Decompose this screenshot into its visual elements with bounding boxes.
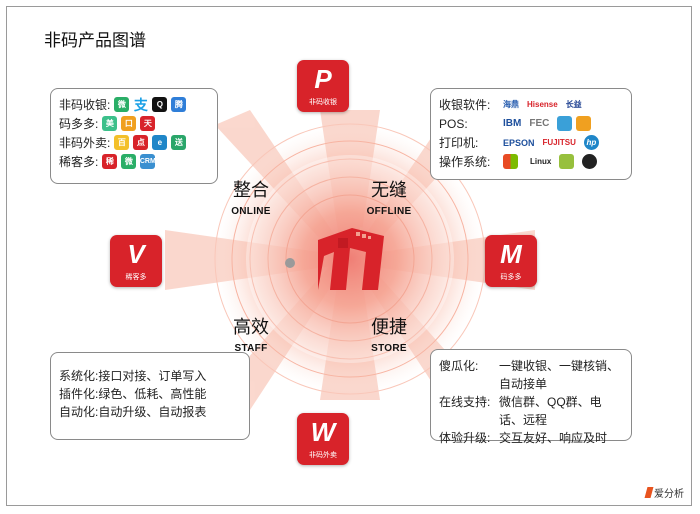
row-label: 非码外卖: [59,136,111,150]
epson-logo: EPSON [503,137,535,148]
baidu-takeout-icon: 百 [114,135,130,150]
app-glyph: M [500,239,522,269]
quadrant-store-cn: 便捷 [371,317,407,337]
row-label: 码多多: [59,117,99,131]
quadrant-online: 整合 ONLINE [216,176,286,217]
pos-brand-icon [557,116,573,131]
row-label: 稀客多: [59,155,99,169]
integration-row: POS: IBM FEC [439,114,623,133]
footer-brand: 爱分析 [644,485,684,500]
apple-icon [582,154,598,169]
online-integrations-box: 非码收银: 微 支 Q 腾 码多多: 美 口 天 非码外卖: 百 点 e 送 稀… [50,88,218,184]
concentric-rings [214,123,486,395]
android-icon [559,154,575,169]
delivery-icon: 送 [171,135,187,150]
staff-features-box: 系统化: 接口对接、订单写入 插件化: 绿色、低耗、高性能 自动化: 自动升级、… [50,352,250,440]
app-name: 稀客多 [125,274,147,281]
tmall-icon: 天 [140,116,156,131]
wechat-icon: 微 [121,154,137,169]
eleme-icon: e [152,135,168,150]
quadrant-offline-en: OFFLINE [366,206,412,217]
row-label: POS: [439,116,468,131]
page-title: 非码产品图谱 [44,31,146,50]
quadrant-staff-en: STAFF [234,343,268,354]
app-glyph: P [314,64,332,94]
fujitsu-logo: FUJITSU [542,138,576,147]
app-glyph: V [127,239,145,269]
feature-row: 自动化: 自动升级、自动报表 [59,403,241,421]
integration-row: 非码收银: 微 支 Q 腾 [59,95,209,114]
crm-icon: CRM [140,154,156,169]
dianping-icon: 点 [133,135,149,150]
hisense-logo: Hisense [527,100,558,109]
tencent-icon: 腾 [171,97,187,112]
qq-icon: Q [152,97,168,112]
row-label: 收银软件: [439,98,491,112]
center-logo [285,227,384,290]
app-badge-takeout[interactable]: W 非码外卖 [297,413,349,465]
row-label: 非码收银: [59,98,111,112]
quadrant-store: 便捷 STORE [354,313,424,354]
feature-key: 自动化: [59,405,99,419]
quadrant-staff-cn: 高效 [233,317,269,337]
app-badge-maduoduo[interactable]: M 码多多 [485,235,537,287]
app-glyph: W [310,417,336,447]
footer-logo-icon [644,487,654,498]
feature-row: 体验升级: 交互友好、响应及时 [439,429,623,447]
store-features-box: 傻瓜化: 一键收银、一键核销、自动接单 在线支持: 微信群、QQ群、电话、远程 … [430,349,632,445]
linux-logo: Linux [530,157,552,166]
xikeduo-icon: 稀 [102,154,118,169]
alipay-icon: 支 [133,96,149,113]
feature-row: 傻瓜化: 一键收银、一键核销、自动接单 [439,357,623,393]
feature-value: 一键收银、一键核销、自动接单 [499,359,620,391]
footer-brand-text: 爱分析 [654,489,684,500]
fec-logo: FEC [529,118,550,129]
feature-value: 接口对接、订单写入 [98,369,207,383]
quadrant-offline-cn: 无缝 [371,180,407,200]
integration-row: 非码外卖: 百 点 e 送 [59,133,209,152]
offline-integrations-box: 收银软件: 海鼎 Hisense 长益 POS: IBM FEC 打印机: EP… [430,88,632,180]
feature-value: 微信群、QQ群、电话、远程 [499,395,602,427]
feature-key: 体验升级: [439,431,491,445]
page-frame [6,6,692,506]
app-badge-cashier[interactable]: P 非码收银 [297,60,349,112]
row-label: 打印机: [439,136,479,150]
feature-key: 傻瓜化: [439,359,479,373]
integration-row: 操作系统: Linux [439,152,623,171]
hiding-logo: 海鼎 [503,100,519,109]
feature-value: 绿色、低耗、高性能 [98,387,207,401]
integration-row: 稀客多: 稀 微 CRM [59,152,209,171]
feature-row: 系统化: 接口对接、订单写入 [59,367,241,385]
app-name: 码多多 [500,274,522,281]
feature-row: 插件化: 绿色、低耗、高性能 [59,385,241,403]
app-badge-xikeduo[interactable]: V 稀客多 [110,235,162,287]
meituan-icon: 美 [102,116,118,131]
quadrant-online-cn: 整合 [233,180,269,200]
quadrant-offline: 无缝 OFFLINE [354,176,424,217]
hp-logo: hp [583,135,599,150]
changyi-logo: 长益 [565,100,582,109]
koubei-icon: 口 [121,116,137,131]
app-name: 非码外卖 [309,452,337,459]
wechat-pay-icon: 微 [114,97,130,112]
quadrant-online-en: ONLINE [231,206,271,217]
feature-key: 插件化: [59,387,99,401]
windows-icon [503,154,518,169]
feature-row: 在线支持: 微信群、QQ群、电话、远程 [439,393,623,429]
row-label: 操作系统: [439,155,491,169]
quadrant-store-en: STORE [371,343,407,354]
feature-key: 在线支持: [439,395,491,409]
feature-value: 自动升级、自动报表 [98,405,207,419]
quadrant-staff: 高效 STAFF [216,313,286,354]
integration-row: 码多多: 美 口 天 [59,114,209,133]
pos-brand-2-icon [576,116,592,131]
integration-row: 收银软件: 海鼎 Hisense 长益 [439,95,623,114]
feature-value: 交互友好、响应及时 [499,431,608,445]
integration-row: 打印机: EPSON FUJITSU hp [439,133,623,152]
feature-key: 系统化: [59,369,99,383]
ibm-logo: IBM [503,118,522,129]
app-name: 非码收银 [309,99,337,106]
